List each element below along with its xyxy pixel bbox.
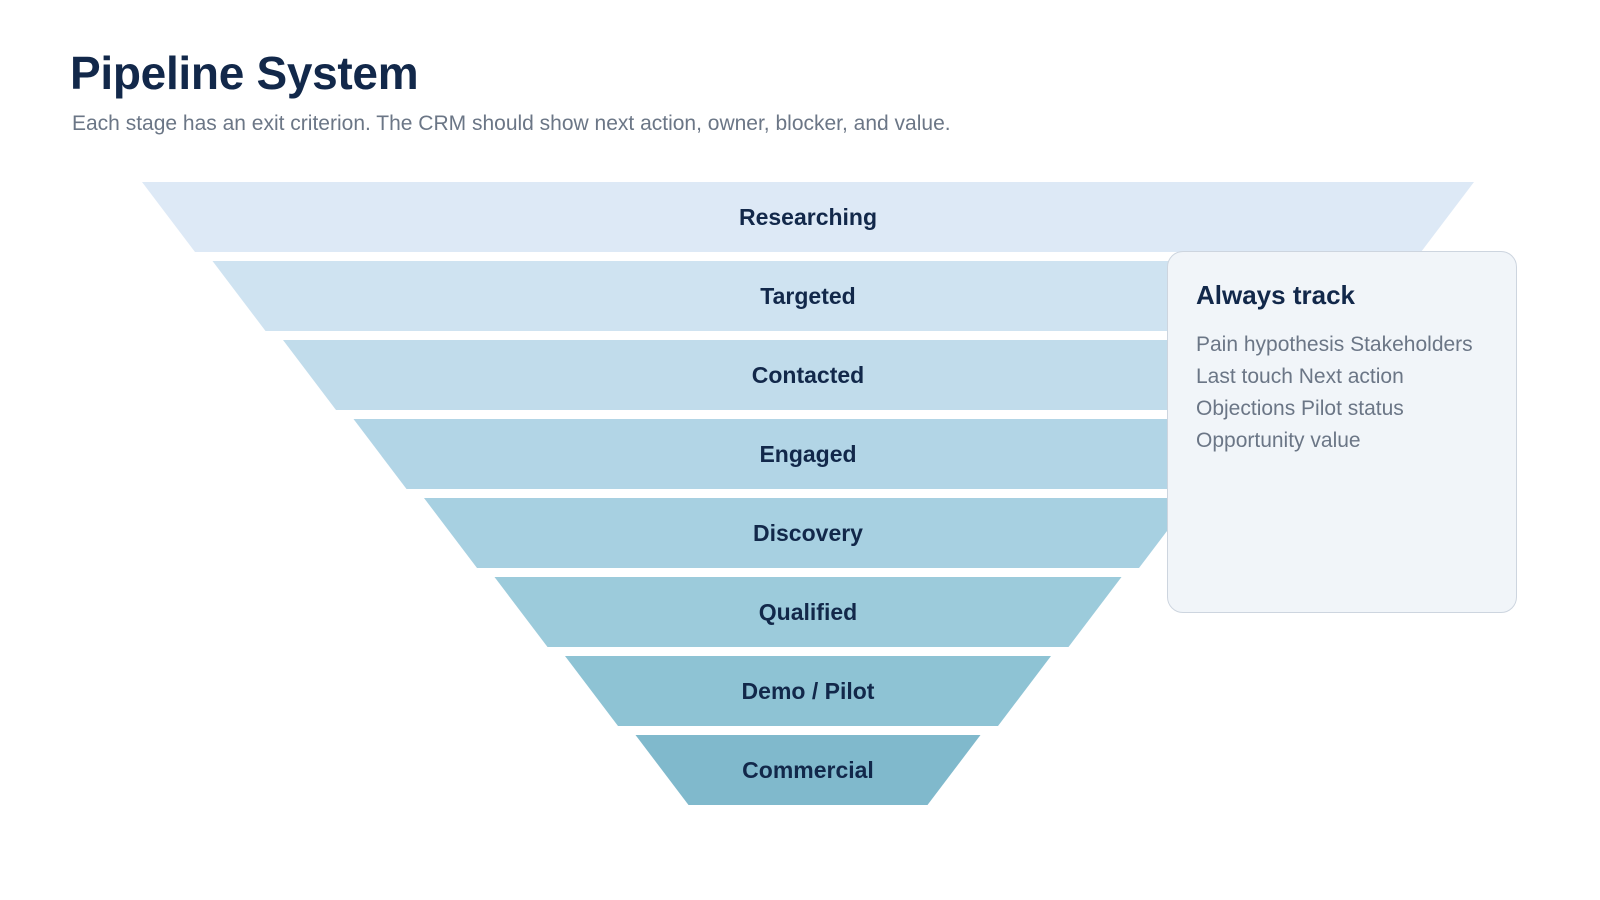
funnel-stage-1 [142, 182, 1474, 252]
funnel-stage-2 [212, 261, 1404, 331]
funnel-stage-label: Discovery [753, 520, 863, 546]
page-title: Pipeline System [70, 47, 419, 99]
funnel-stage-3 [283, 340, 1333, 410]
funnel-stage-label: Demo / Pilot [742, 678, 875, 704]
funnel-stage-label: Targeted [760, 283, 855, 309]
funnel-stage-6 [494, 577, 1122, 647]
funnel-stage-8 [635, 735, 981, 805]
always-track-title: Always track [1196, 280, 1355, 310]
funnel-stage-5 [424, 498, 1192, 568]
funnel-stage-label: Contacted [752, 362, 864, 388]
funnel-stage-4 [353, 419, 1263, 489]
funnel-stage-label: Researching [739, 204, 877, 230]
always-track-card: Always track Pain hypothesis Stakeholder… [1167, 251, 1517, 613]
page-subtitle: Each stage has an exit criterion. The CR… [72, 112, 951, 135]
funnel-stage-label: Commercial [742, 757, 874, 783]
funnel-stage-label: Qualified [759, 599, 857, 625]
funnel-stage-label: Engaged [759, 441, 856, 467]
funnel-stage-7 [565, 656, 1051, 726]
always-track-body: Pain hypothesis Stakeholders Last touch … [1196, 333, 1473, 452]
